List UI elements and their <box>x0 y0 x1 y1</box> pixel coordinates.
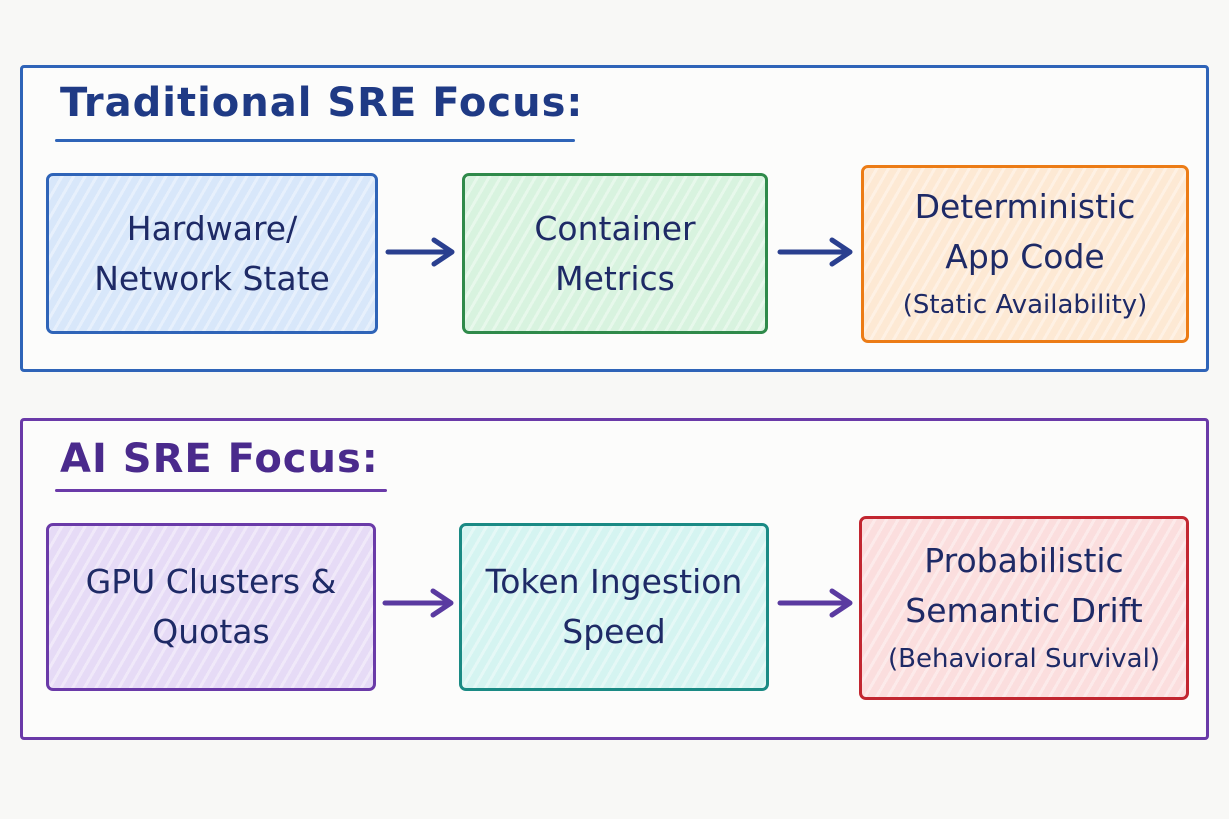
box-line: Semantic Drift <box>905 591 1143 630</box>
box-line: Hardware/ <box>126 208 298 248</box>
box-line: Quotas <box>152 612 270 651</box>
box-probabilistic-semantic-drift: Probabilistic Semantic Drift (Behavioral… <box>859 516 1189 700</box>
box-line: Token Ingestion <box>485 562 743 601</box>
box-hardware-network-state: Hardware/ Network State <box>46 173 378 334</box>
box-gpu-clusters-quotas: GPU Clusters & Quotas <box>46 523 376 691</box>
box-subtitle: (Behavioral Survival) <box>888 644 1160 674</box>
arrow-right-icon <box>777 588 853 618</box>
box-line: Network State <box>94 258 330 298</box>
box-line: Probabilistic <box>924 541 1124 580</box>
traditional-sre-title: Traditional SRE Focus: <box>60 80 584 126</box>
box-subtitle: (Static Availability) <box>902 290 1148 320</box>
ai-sre-title: AI SRE Focus: <box>60 436 379 482</box>
arrow-right-icon <box>385 237 455 267</box>
box-line: Metrics <box>555 258 675 298</box>
box-line: App Code <box>945 237 1105 276</box>
traditional-title-underline <box>55 139 575 142</box>
box-deterministic-app-code: Deterministic App Code (Static Availabil… <box>861 165 1189 343</box>
box-line: GPU Clusters & <box>85 562 337 601</box>
box-token-ingestion-speed: Token Ingestion Speed <box>459 523 769 691</box>
box-line: Container <box>534 208 696 248</box>
ai-title-underline <box>55 489 387 492</box>
box-line: Deterministic <box>914 187 1136 226</box>
arrow-right-icon <box>382 588 454 618</box>
box-line: Speed <box>562 612 666 651</box>
box-container-metrics: Container Metrics <box>462 173 768 334</box>
arrow-right-icon <box>777 237 853 267</box>
